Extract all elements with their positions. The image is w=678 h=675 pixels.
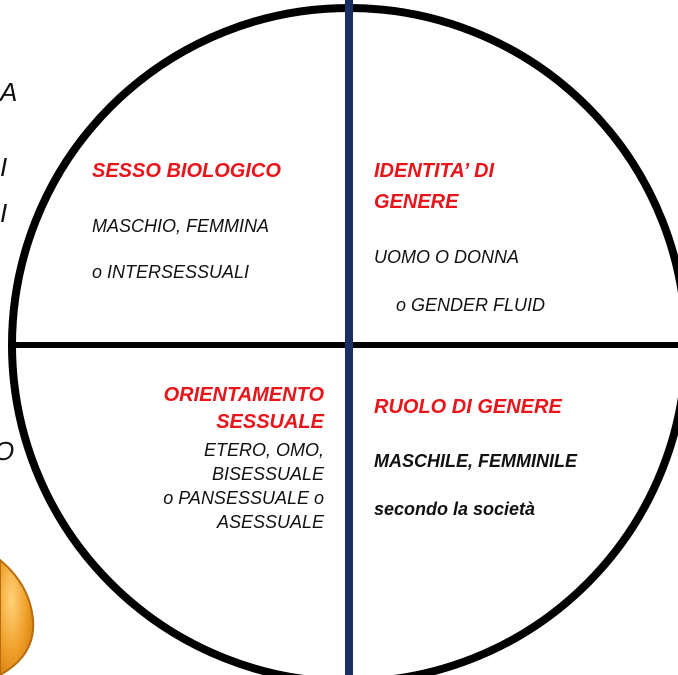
quadrant-title: ORIENTAMENTO	[163, 384, 324, 406]
quadrant-text: UOMO O DONNA	[374, 247, 520, 267]
quadrant-title: SESSO BIOLOGICO	[92, 160, 281, 182]
quadrant-orientamento-sessuale: ORIENTAMENTO SESSUALE ETERO, OMO, BISESS…	[88, 382, 324, 534]
quadrant-text: MASCHILE, FEMMINILE	[374, 451, 577, 471]
quadrant-sesso-biologico: SESSO BIOLOGICO MASCHIO, FEMMINA o INTER…	[92, 158, 342, 284]
quadrant-text: ASESSUALE	[216, 512, 324, 532]
cut-off-text-i: I	[0, 198, 8, 228]
quadrant-identita-di-genere: IDENTITA’ DI GENERE UOMO O DONNA o GENDE…	[374, 158, 654, 317]
quadrant-title: RUOLO DI GENERE	[374, 396, 562, 418]
quadrant-title: IDENTITA’ DI	[374, 160, 494, 182]
orange-decoration	[0, 558, 35, 675]
cut-off-text-o: O	[0, 436, 14, 466]
quadrant-text: o GENDER FLUID	[396, 295, 546, 315]
quadrant-text: o PANSESSUALE o	[163, 488, 324, 508]
quadrant-text: ETERO, OMO,	[203, 440, 324, 460]
quadrant-text: secondo la società	[374, 499, 536, 519]
quadrant-title: GENERE	[374, 191, 459, 213]
quadrant-text: o INTERSESSUALI	[92, 262, 250, 282]
quadrant-text: MASCHIO, FEMMINA	[92, 216, 270, 236]
quadrant-text: BISESSUALE	[211, 464, 324, 484]
quadrant-title: SESSUALE	[216, 411, 324, 433]
quadrant-ruolo-di-genere: RUOLO DI GENERE MASCHILE, FEMMINILE seco…	[374, 394, 674, 521]
cut-off-text-i: I	[0, 152, 8, 182]
cut-off-text-a: A	[0, 77, 18, 107]
